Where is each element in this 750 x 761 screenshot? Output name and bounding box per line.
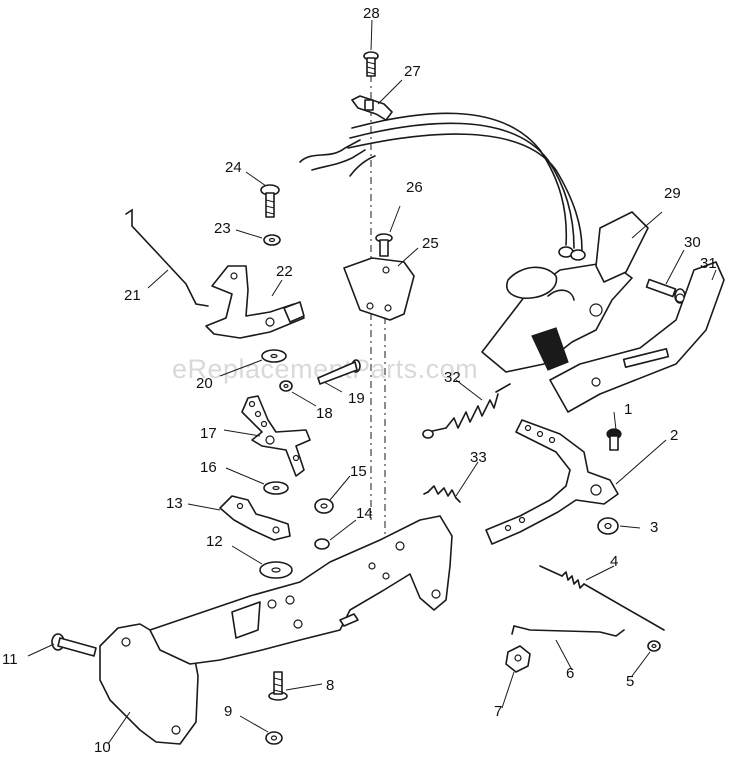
callout-12: 12 bbox=[206, 533, 223, 550]
callout-4: 4 bbox=[610, 553, 618, 570]
callout-1: 1 bbox=[624, 401, 632, 418]
callout-5: 5 bbox=[626, 673, 634, 690]
callout-27: 27 bbox=[404, 63, 421, 80]
callout-19: 19 bbox=[348, 390, 365, 407]
callout-15: 15 bbox=[350, 463, 367, 480]
part-4-spring-wire bbox=[539, 565, 665, 631]
callout-20: 20 bbox=[196, 375, 213, 392]
callout-7: 7 bbox=[494, 703, 502, 720]
part-28-screw bbox=[363, 51, 379, 77]
part-20-washer bbox=[261, 349, 287, 363]
callout-8: 8 bbox=[326, 677, 334, 694]
part-22-lever bbox=[205, 265, 305, 339]
callout-31: 31 bbox=[700, 255, 717, 272]
callout-3: 3 bbox=[650, 519, 658, 536]
part-19-bolt bbox=[317, 359, 361, 385]
callout-16: 16 bbox=[200, 459, 217, 476]
part-11-bolt bbox=[51, 633, 97, 657]
callout-21: 21 bbox=[124, 287, 141, 304]
part-5-clip bbox=[647, 640, 661, 652]
part-31-bracket bbox=[549, 261, 725, 413]
callout-26: 26 bbox=[406, 179, 423, 196]
throttle-cables bbox=[299, 112, 583, 251]
part-2-lever bbox=[485, 419, 619, 545]
part-26-screw bbox=[375, 233, 393, 257]
centerline bbox=[370, 75, 386, 578]
callout-10: 10 bbox=[94, 739, 111, 756]
part-33-spring bbox=[423, 485, 461, 503]
callout-23: 23 bbox=[214, 220, 231, 237]
part-8-bolt bbox=[268, 671, 288, 701]
callout-9: 9 bbox=[224, 703, 232, 720]
callout-2: 2 bbox=[670, 427, 678, 444]
part-9-nut bbox=[265, 731, 283, 745]
callout-13: 13 bbox=[166, 495, 183, 512]
part-24-bolt bbox=[260, 184, 280, 218]
part-14-washer bbox=[314, 538, 330, 550]
callout-17: 17 bbox=[200, 425, 217, 442]
part-7-block bbox=[505, 645, 531, 673]
part-29-control-assembly bbox=[481, 211, 649, 373]
callout-33: 33 bbox=[470, 449, 487, 466]
part-10-base-bracket bbox=[99, 515, 453, 745]
leader-lines bbox=[27, 19, 717, 745]
part-21-rod bbox=[125, 208, 209, 307]
part-18-nut bbox=[279, 380, 293, 392]
part-23-washer bbox=[263, 234, 281, 246]
part-16-washer bbox=[263, 481, 289, 495]
part-13-lever bbox=[219, 495, 291, 541]
callout-24: 24 bbox=[225, 159, 242, 176]
callout-22: 22 bbox=[276, 263, 293, 280]
part-3-nut bbox=[597, 517, 619, 535]
callout-18: 18 bbox=[316, 405, 333, 422]
part-6-rod bbox=[511, 625, 625, 637]
callout-32: 32 bbox=[444, 369, 461, 386]
part-25-plate bbox=[343, 257, 415, 321]
callout-25: 25 bbox=[422, 235, 439, 252]
callout-14: 14 bbox=[356, 505, 373, 522]
part-15-nut bbox=[314, 498, 334, 514]
callout-28: 28 bbox=[363, 5, 380, 22]
callout-29: 29 bbox=[664, 185, 681, 202]
part-17-arm bbox=[241, 395, 311, 477]
callout-30: 30 bbox=[684, 234, 701, 251]
part-1-screw bbox=[606, 428, 622, 451]
part-12-washer bbox=[259, 561, 293, 579]
part-32-spring bbox=[422, 383, 511, 439]
part-27-cable-clamp bbox=[351, 95, 393, 121]
callout-labels: 28 27 24 26 29 23 30 25 31 22 21 20 32 1… bbox=[2, 5, 717, 756]
callout-11: 11 bbox=[2, 651, 18, 668]
callout-6: 6 bbox=[566, 665, 574, 682]
